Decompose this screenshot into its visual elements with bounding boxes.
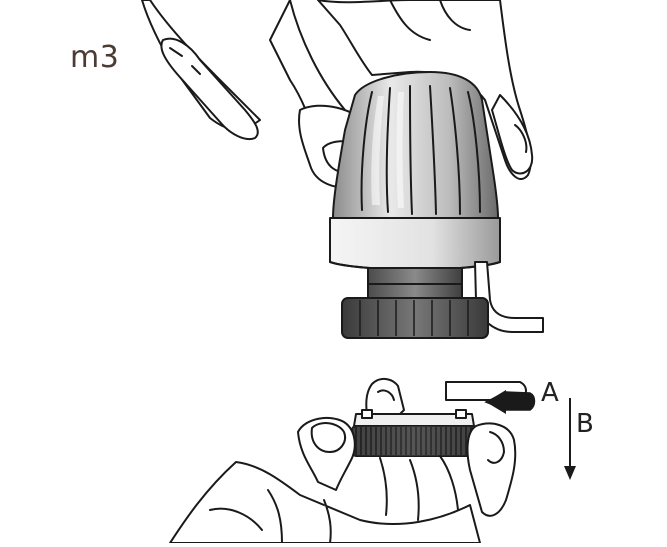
mounting-nut-icon [341, 297, 489, 339]
arrow-label-a: A [541, 378, 559, 408]
actuator-head-icon [329, 71, 544, 333]
rotation-arrow-icon [445, 381, 536, 414]
adapter-ring-icon [351, 409, 477, 457]
step-label: m3 [70, 40, 120, 75]
down-arrow-icon [564, 398, 576, 480]
arrow-label-b: B [576, 409, 594, 439]
bottom-hand-front-icon [169, 416, 517, 544]
